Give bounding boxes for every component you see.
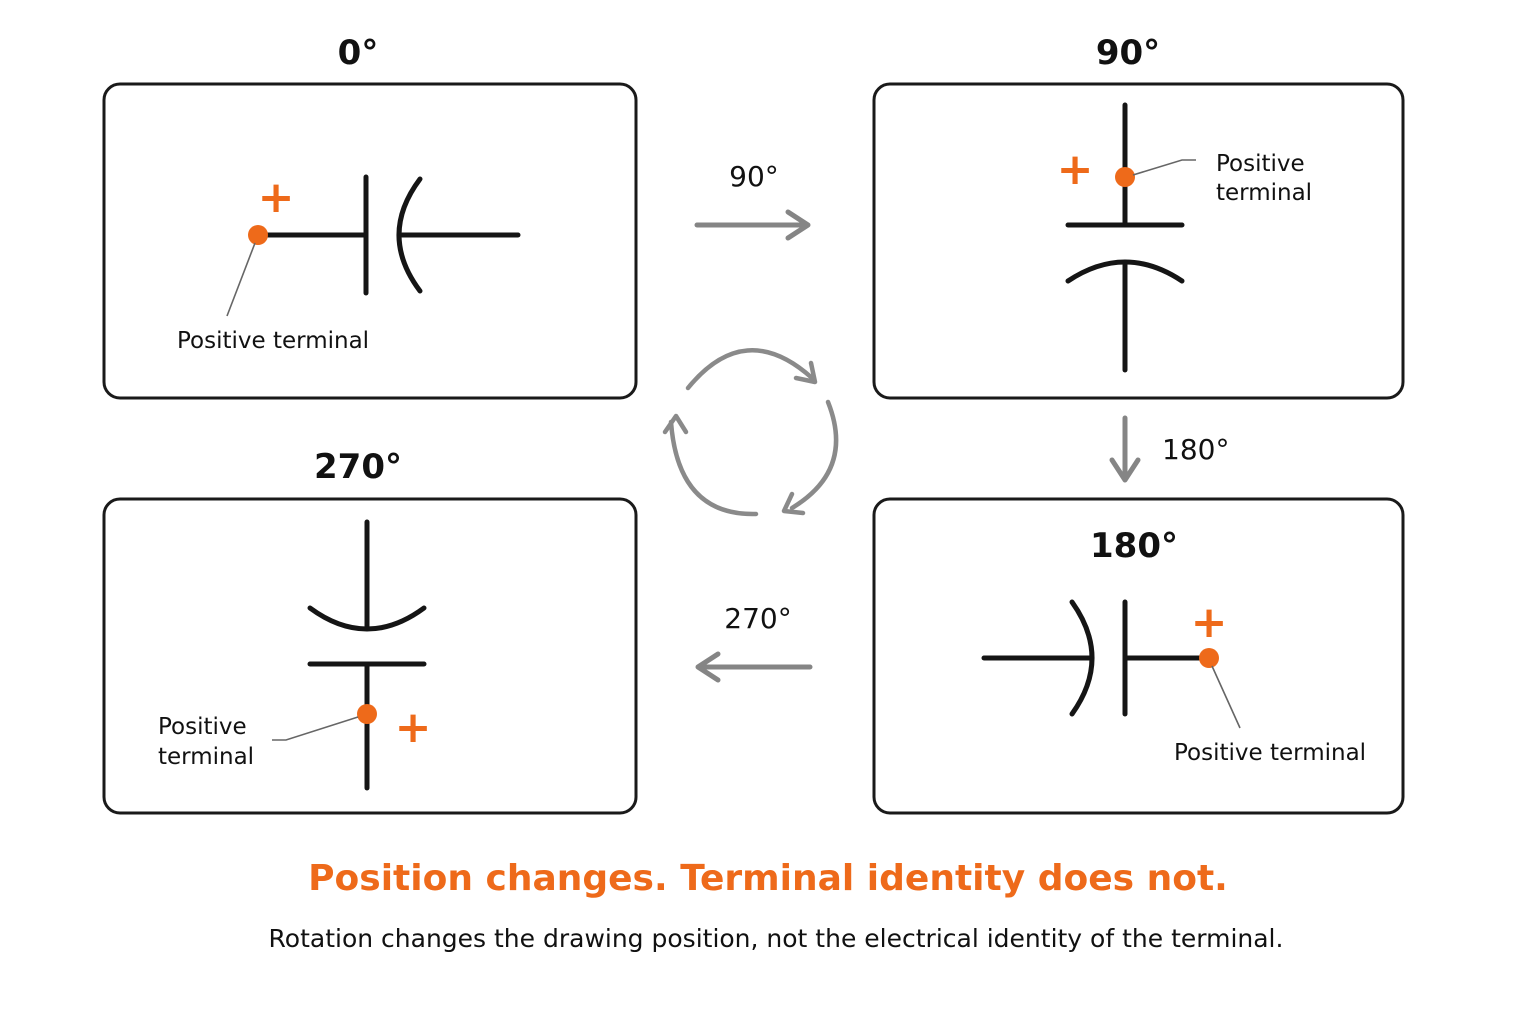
cycle-arc-right: [789, 399, 839, 511]
plus-sign-270: +: [395, 702, 432, 753]
panel-0-frame: [102, 82, 638, 400]
positive-terminal-dot-270: [357, 704, 377, 724]
panel-0-degrees: 0° + Positive terminal: [102, 33, 638, 400]
panel-180-degrees: 180° + Positive terminal: [872, 497, 1405, 815]
panel-0-title: 0°: [338, 33, 379, 73]
plus-sign-180: +: [1191, 597, 1228, 648]
plus-sign-0: +: [258, 172, 295, 223]
leader-line-270: [272, 716, 359, 741]
cycle-arc-bottom: [668, 419, 759, 517]
capacitor-0-curved-plate: [396, 176, 423, 294]
positive-terminal-label-0: Positive terminal: [177, 328, 369, 354]
leader-line-90: [1132, 159, 1196, 176]
positive-terminal-label-90-line1: Positive: [1216, 151, 1305, 177]
arrow-down-icon: [1109, 457, 1141, 483]
plus-sign-90: +: [1057, 144, 1094, 195]
panel-270-frame: [102, 497, 638, 815]
panel-270-degrees: 270° + Positive terminal: [102, 447, 638, 815]
positive-terminal-label-180: Positive terminal: [1174, 740, 1366, 766]
cycle-arc-top: [685, 348, 815, 391]
arrow-right-icon: [785, 209, 811, 241]
cycle-arrowhead-right: [781, 491, 806, 516]
positive-terminal-label-270-line2: terminal: [158, 744, 254, 770]
arrow-left-icon: [695, 651, 721, 683]
caption: Rotation changes the drawing position, n…: [268, 924, 1284, 953]
positive-terminal-label-270-line1: Positive: [158, 714, 247, 740]
positive-terminal-label-90-line2: terminal: [1216, 180, 1312, 206]
capacitor-270-curved-plate: [307, 605, 427, 632]
capacitor-180-curved-plate: [1069, 599, 1095, 717]
transition-180-to-270: 270°: [695, 602, 813, 683]
transition-0-to-90: 90°: [694, 160, 811, 241]
leader-line-0: [226, 242, 256, 317]
transition-90-to-180: 180°: [1109, 415, 1229, 483]
positive-terminal-dot-0: [248, 225, 268, 245]
cycle-arrowhead-top: [793, 360, 818, 385]
transition-label-90: 90°: [729, 160, 779, 193]
transition-label-180: 180°: [1162, 433, 1229, 466]
panel-90-title: 90°: [1096, 33, 1160, 73]
rotation-cycle-icon: [662, 348, 839, 517]
leader-line-180: [1211, 665, 1241, 729]
panel-90-frame: [872, 82, 1405, 400]
panel-90-degrees: 90° + Positive terminal: [872, 33, 1405, 400]
panel-180-title: 180°: [1090, 526, 1178, 566]
transition-label-270: 270°: [724, 602, 791, 635]
positive-terminal-dot-180: [1199, 648, 1219, 668]
panel-270-title: 270°: [314, 447, 402, 487]
headline: Position changes. Terminal identity does…: [308, 858, 1228, 899]
cycle-arrowhead-left: [662, 413, 689, 435]
positive-terminal-dot-90: [1115, 167, 1135, 187]
